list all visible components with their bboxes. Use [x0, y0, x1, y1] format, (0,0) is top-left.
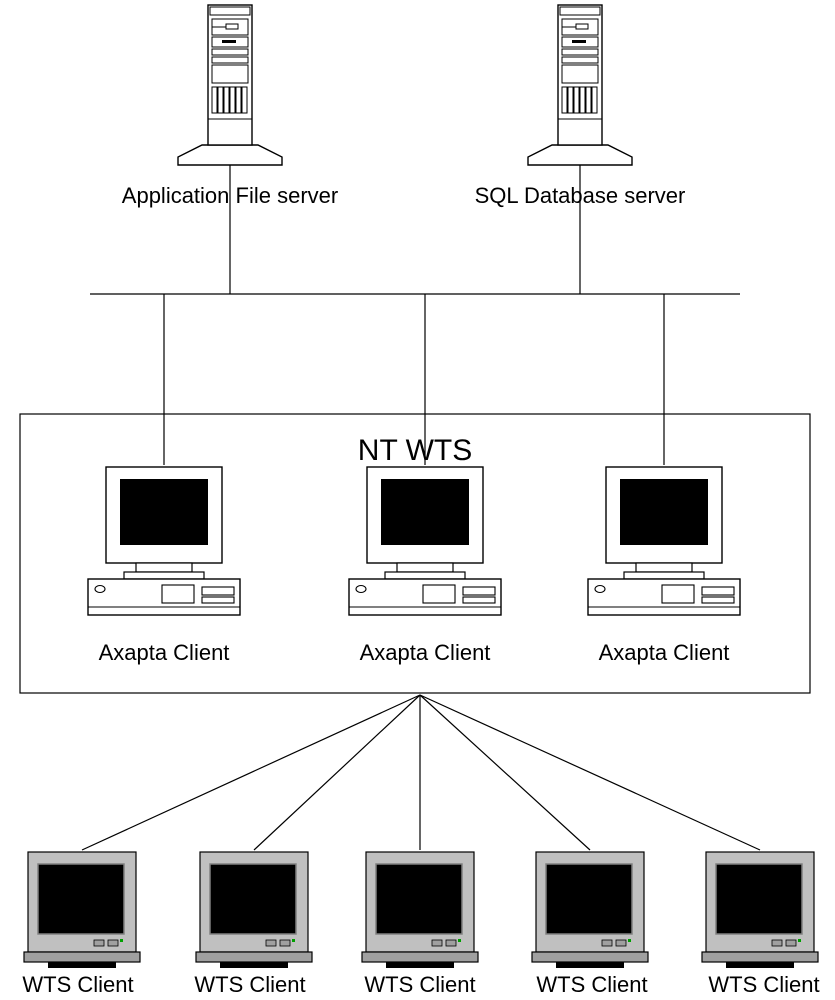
connections	[81, 160, 761, 851]
wts-client-label: WTS Client	[22, 972, 133, 997]
server-label: SQL Database server	[475, 183, 686, 208]
monitor-icon	[701, 851, 819, 969]
client-label: Axapta Client	[99, 640, 230, 665]
wts-client-4: WTS Client	[531, 851, 649, 997]
client-label: Axapta Client	[360, 640, 491, 665]
wts-client-label: WTS Client	[708, 972, 819, 997]
desktop-computer-icon	[587, 466, 741, 616]
wts-client-2: WTS Client	[194, 851, 313, 997]
wts-link-4	[419, 694, 591, 851]
desktop-computer-icon	[348, 466, 502, 616]
server-label: Application File server	[122, 183, 338, 208]
tower-server-icon	[177, 4, 283, 166]
wts-client-label: WTS Client	[194, 972, 305, 997]
axapta-client-2: Axapta Client	[348, 466, 502, 665]
wts-link-1	[81, 694, 421, 851]
wts-client-3: WTS Client	[361, 851, 479, 997]
wts-link-5	[419, 694, 761, 851]
wts-client-label: WTS Client	[364, 972, 475, 997]
server-sql-database: SQL Database server	[475, 4, 686, 208]
terminal-server-box: NT WTS	[19, 413, 811, 694]
desktop-computer-icon	[87, 466, 241, 616]
wts-client-1: WTS Client	[22, 851, 141, 997]
wts-client-label: WTS Client	[536, 972, 647, 997]
wts-link-2	[253, 694, 421, 851]
client-label: Axapta Client	[599, 640, 730, 665]
axapta-client-1: Axapta Client	[87, 466, 241, 665]
terminal-server-label: NT WTS	[358, 434, 472, 467]
monitor-icon	[195, 851, 313, 969]
server-application-file: Application File server	[122, 4, 338, 208]
wts-client-5: WTS Client	[701, 851, 820, 997]
monitor-icon	[23, 851, 141, 969]
tower-server-icon	[527, 4, 633, 166]
monitor-icon	[361, 851, 479, 969]
axapta-client-3: Axapta Client	[587, 466, 741, 665]
monitor-icon	[531, 851, 649, 969]
